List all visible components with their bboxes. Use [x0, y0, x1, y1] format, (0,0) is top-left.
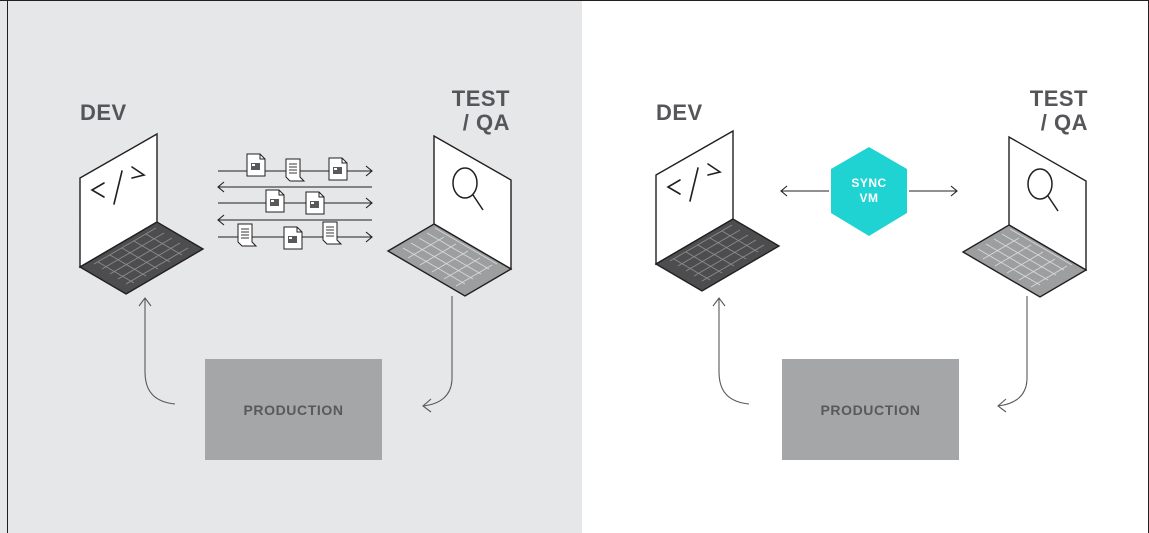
right-dev-label: DEV [656, 100, 703, 125]
right-test-laptop [962, 136, 1087, 298]
left-test-label: TEST / QA [430, 87, 510, 135]
left-test-label-line-1: TEST [451, 86, 510, 111]
right-test-label-line-2: / QA [1040, 110, 1088, 135]
magnifier-icon [452, 167, 484, 211]
right-production-box: PRODUCTION [782, 359, 959, 460]
right-return-arrow [712, 297, 750, 405]
sync-vm-label-line-1: SYNC [851, 176, 887, 190]
magnifier-icon [1027, 168, 1059, 212]
sync-connector [780, 185, 958, 197]
right-deploy-arrow [997, 296, 1028, 413]
left-dev-laptop [79, 133, 204, 295]
right-production-label: PRODUCTION [820, 401, 921, 418]
left-deploy-arrow [422, 296, 453, 413]
sync-vm-hexagon [831, 147, 907, 236]
right-test-label-line-1: TEST [1029, 86, 1088, 111]
left-test-label-line-2: / QA [462, 110, 510, 135]
left-return-arrow [138, 297, 176, 405]
left-production-label: PRODUCTION [243, 401, 344, 418]
left-dev-label: DEV [80, 100, 127, 125]
code-brackets-icon [90, 166, 146, 205]
sync-vm-label: SYNC VM [829, 176, 909, 206]
left-test-laptop [387, 135, 512, 297]
right-test-label: TEST / QA [1008, 87, 1088, 135]
sync-vm-label-line-2: VM [859, 191, 879, 205]
right-dev-laptop [655, 130, 780, 292]
code-brackets-icon [666, 163, 722, 202]
left-production-box: PRODUCTION [205, 359, 382, 460]
